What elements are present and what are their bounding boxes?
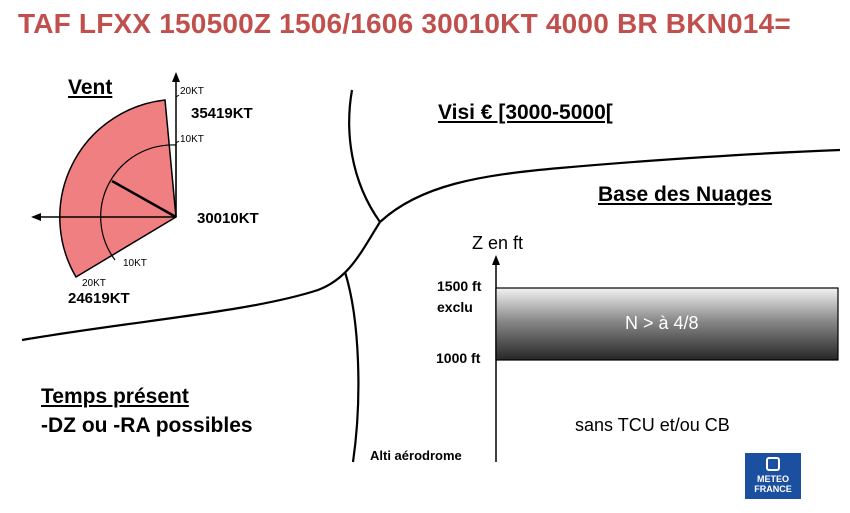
wind-upper-label: 35419KT	[191, 105, 253, 122]
separator-bottom	[343, 271, 360, 463]
logo-line2: FRANCE	[754, 484, 792, 494]
cloud-bottom-label: 1000 ft	[436, 350, 481, 366]
meteo-france-logo: METEO FRANCE	[745, 453, 801, 499]
meteo-france-mark-icon	[766, 457, 780, 471]
z-axis-arrowhead	[492, 255, 500, 265]
logo-line1: METEO	[756, 474, 789, 484]
label-20kt-bottom: 20KT	[82, 278, 106, 289]
aerodrome-label: Alti aérodrome	[370, 448, 462, 463]
visibility-label: Visi € [3000-5000[	[438, 101, 613, 124]
west-arrowhead	[31, 213, 41, 221]
separator-top	[348, 89, 381, 223]
taf-header: TAF LFXX 150500Z 1506/1606 30010KT 4000 …	[18, 8, 791, 39]
wind-mean-label: 30010KT	[197, 210, 259, 227]
cloud-layer-text: N > à 4/8	[625, 313, 699, 333]
label-20kt-top: 20KT	[180, 86, 204, 97]
weather-text: -DZ ou -RA possibles	[41, 414, 253, 437]
cloud-base-title: Base des Nuages	[598, 183, 772, 206]
weather-title: Temps présent	[41, 385, 189, 408]
wind-lower-label: 24619KT	[68, 290, 130, 307]
separator-right	[379, 148, 841, 223]
cloud-layer	[495, 287, 839, 361]
no-tcu-note: sans TCU et/ou CB	[575, 415, 730, 435]
north-arrowhead	[172, 72, 180, 82]
separator-left	[21, 221, 381, 342]
label-10kt-top: 10KT	[180, 134, 204, 145]
tick-20kt-top	[175, 94, 180, 98]
wind-title: Vent	[68, 76, 113, 99]
tick-10kt-top	[175, 140, 180, 144]
wind-10kt-arc	[100, 144, 177, 261]
cloud-top-label: 1500 ft	[437, 278, 482, 294]
wind-sector	[59, 99, 177, 279]
mean-wind-vector	[111, 179, 177, 219]
z-axis-label: Z en ft	[472, 233, 524, 253]
cloud-top-sub: exclu	[437, 299, 473, 315]
label-10kt-bottom: 10KT	[123, 258, 147, 269]
